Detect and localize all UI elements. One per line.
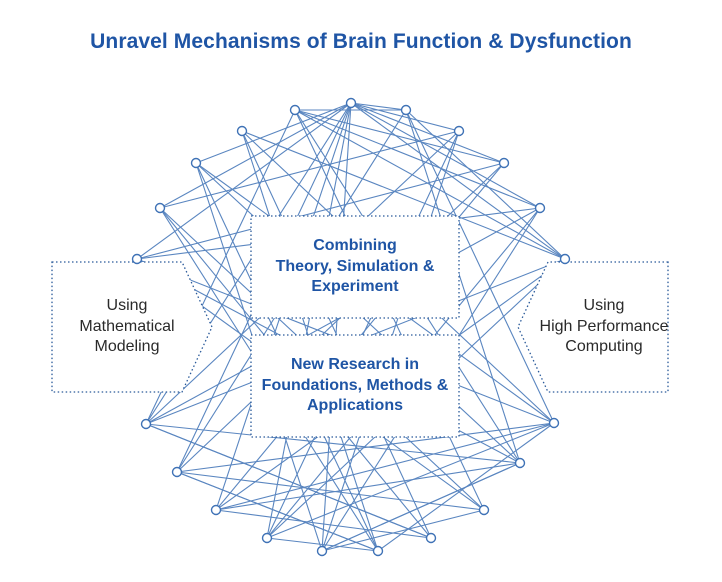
- network-edge: [350, 102, 566, 260]
- math-modeling-frame: [51, 261, 213, 393]
- research-box: New Research in Foundations, Methods & A…: [251, 335, 459, 437]
- network-node: [190, 157, 202, 169]
- network-edge: [350, 102, 505, 164]
- network-node: [425, 532, 437, 544]
- network-edge: [321, 102, 352, 552]
- network-node: [316, 545, 328, 557]
- network-edge: [294, 109, 541, 209]
- network-edge: [215, 509, 432, 539]
- research-frame: [250, 334, 460, 438]
- network-node: [372, 545, 384, 557]
- network-node: [548, 417, 560, 429]
- network-edge: [176, 471, 379, 552]
- network-node: [261, 532, 273, 544]
- network-edge: [241, 130, 566, 260]
- research-box-label: New Research in Foundations, Methods & A…: [261, 355, 449, 415]
- network-node: [534, 202, 546, 214]
- network-node: [236, 125, 248, 137]
- math-modeling-box: Using Mathematical Modeling: [52, 262, 202, 392]
- page-title: Unravel Mechanisms of Brain Function & D…: [90, 30, 632, 53]
- network-edge: [321, 462, 521, 552]
- combining-frame: [250, 215, 460, 319]
- network-edge: [195, 102, 352, 164]
- network-edge: [159, 130, 460, 209]
- network-node: [453, 125, 465, 137]
- combining-box: Combining Theory, Simulation & Experimen…: [251, 216, 459, 318]
- network-edge: [266, 537, 379, 552]
- combining-box-label: Combining Theory, Simulation & Experimen…: [275, 236, 435, 296]
- network-edge: [176, 422, 555, 473]
- network-edge: [321, 509, 485, 552]
- network-node: [559, 253, 571, 265]
- hpc-box-label: Using High Performance Computing: [539, 296, 669, 356]
- network-edge: [176, 471, 485, 511]
- network-node: [154, 202, 166, 214]
- network-node: [478, 504, 490, 516]
- network-edge: [294, 109, 505, 164]
- network-node: [210, 504, 222, 516]
- network-edge: [266, 422, 555, 539]
- network-node: [131, 253, 143, 265]
- network-edge: [159, 102, 352, 209]
- network-edge: [350, 102, 407, 111]
- network-node: [400, 104, 412, 116]
- network-node: [345, 97, 357, 109]
- math-modeling-box-label: Using Mathematical Modeling: [79, 296, 175, 356]
- network-edge: [350, 102, 541, 209]
- network-edge: [405, 109, 521, 464]
- network-edge: [145, 423, 521, 464]
- network-edge: [215, 462, 521, 511]
- hpc-box: Using High Performance Computing: [524, 262, 684, 392]
- network-edge: [215, 422, 555, 511]
- network-edge: [350, 102, 460, 132]
- network-nodes: [131, 97, 571, 557]
- network-edge: [405, 109, 555, 424]
- box-frames: [51, 215, 669, 438]
- network-edge: [136, 102, 352, 260]
- network-node: [514, 457, 526, 469]
- network-edge: [145, 423, 432, 539]
- network-node: [140, 418, 152, 430]
- network-node: [289, 104, 301, 116]
- network-node: [498, 157, 510, 169]
- network-node: [171, 466, 183, 478]
